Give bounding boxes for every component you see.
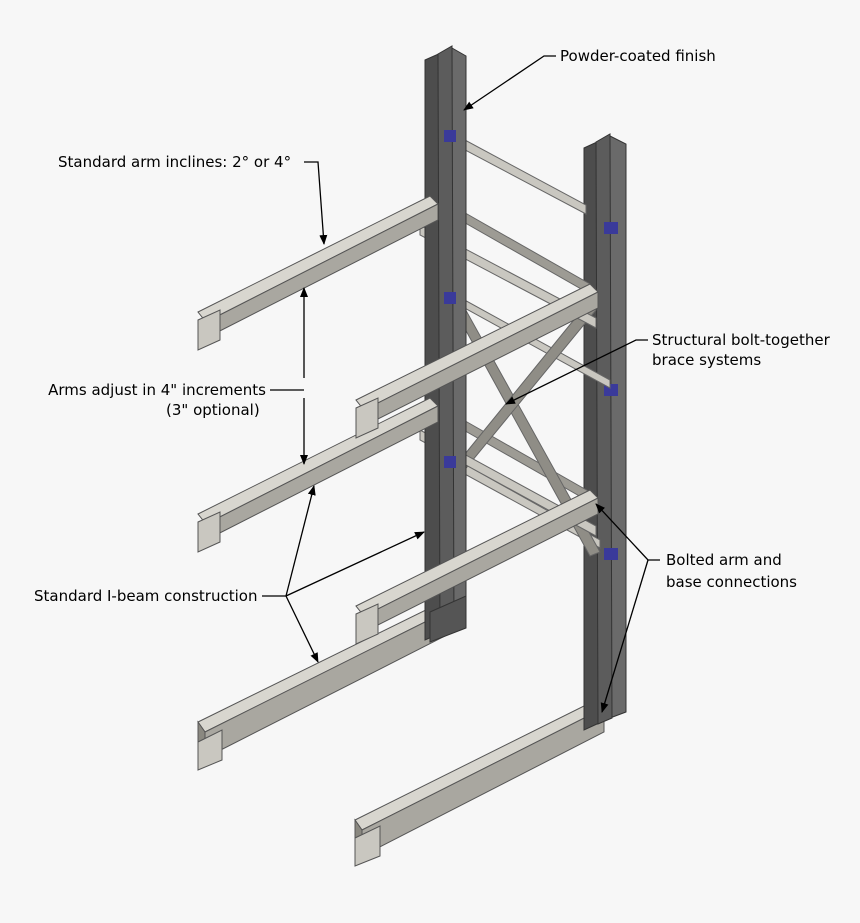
base-arm-rear: [354, 699, 605, 867]
label-arms-adjust-line1: Arms adjust in 4" increments: [48, 381, 266, 399]
rear-column: [583, 133, 627, 731]
front-connector-2: [444, 292, 456, 304]
leader-arm-inclines: [304, 161, 328, 245]
leader-brace: [505, 339, 648, 405]
leader-powder-coated: [463, 55, 556, 111]
front-connector-3: [444, 456, 456, 468]
label-arms-adjust-line2: (3" optional): [166, 401, 260, 419]
leader-lines: [262, 55, 660, 713]
rear-connector-3: [604, 548, 618, 560]
front-arm-middle: [197, 397, 439, 553]
front-arm-top: [197, 195, 439, 351]
label-bolted-line1: Bolted arm and: [666, 551, 782, 569]
label-bolted-line2: base connections: [666, 573, 797, 591]
rear-connector-1: [604, 222, 618, 234]
label-powder-coated: Powder-coated finish: [560, 47, 716, 65]
front-column: [424, 45, 467, 643]
leader-ibeam-3: [285, 595, 319, 663]
rear-arm-top: [355, 283, 599, 439]
label-ibeam: Standard I-beam construction: [34, 587, 258, 605]
label-brace-line2: brace systems: [652, 351, 762, 369]
front-connector-1: [444, 130, 456, 142]
leader-bolted-base: [600, 559, 649, 713]
leader-ibeam-2: [285, 531, 425, 597]
base-arm-front: [197, 603, 446, 771]
rear-arm-bottom: [355, 489, 599, 645]
label-arm-inclines: Standard arm inclines: 2° or 4°: [58, 153, 292, 171]
leader-ibeam-1: [285, 485, 316, 597]
label-brace-line1: Structural bolt-together: [652, 331, 830, 349]
